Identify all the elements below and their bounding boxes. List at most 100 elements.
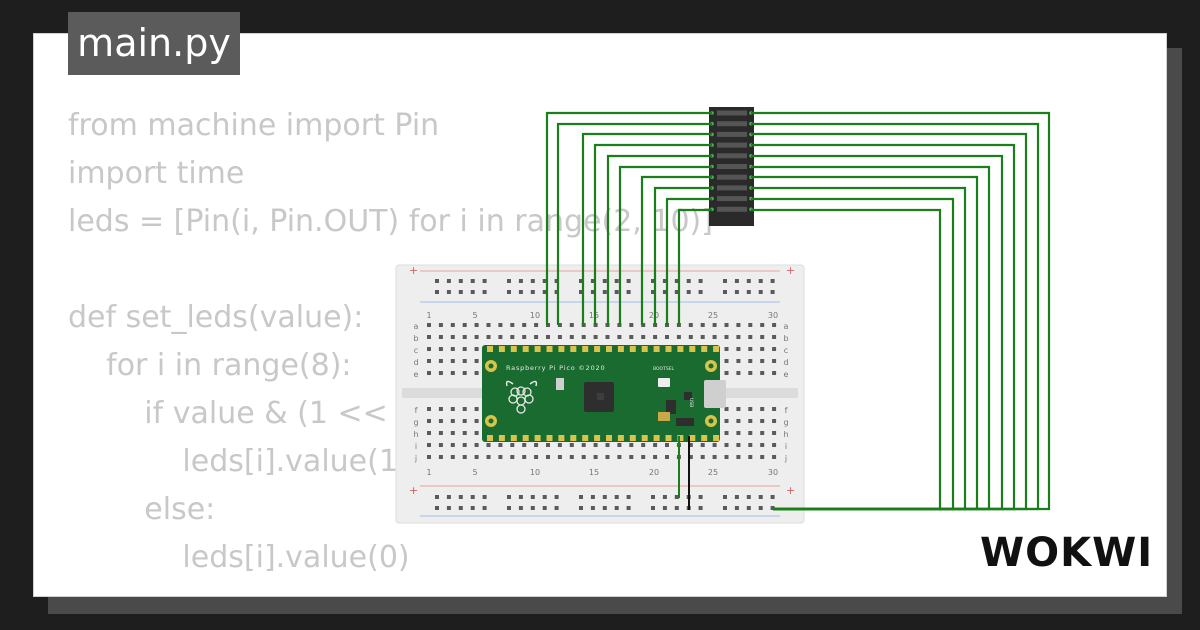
rail-hole[interactable] bbox=[770, 495, 775, 499]
breadboard-hole[interactable] bbox=[688, 455, 693, 459]
breadboard-hole[interactable] bbox=[712, 443, 717, 447]
breadboard-hole[interactable] bbox=[510, 455, 515, 459]
rail-hole[interactable] bbox=[542, 279, 547, 283]
breadboard-hole[interactable] bbox=[557, 335, 562, 339]
breadboard-hole[interactable] bbox=[450, 407, 455, 411]
breadboard-hole[interactable] bbox=[760, 371, 765, 375]
breadboard-hole[interactable] bbox=[462, 419, 467, 423]
pico-pin[interactable] bbox=[701, 435, 708, 441]
pico-pin[interactable] bbox=[689, 346, 696, 352]
breadboard-hole[interactable] bbox=[581, 443, 586, 447]
breadboard-hole[interactable] bbox=[629, 335, 634, 339]
breadboard-hole[interactable] bbox=[724, 455, 729, 459]
breadboard-hole[interactable] bbox=[665, 443, 669, 447]
rail-hole[interactable] bbox=[435, 279, 439, 283]
breadboard-hole[interactable] bbox=[736, 347, 741, 351]
breadboard-hole[interactable] bbox=[760, 359, 765, 363]
rail-hole[interactable] bbox=[723, 495, 727, 499]
breadboard-hole[interactable] bbox=[462, 407, 467, 411]
pico-pin[interactable] bbox=[713, 435, 720, 441]
breadboard-hole[interactable] bbox=[724, 347, 729, 351]
breadboard-hole[interactable] bbox=[569, 455, 574, 459]
wire[interactable] bbox=[606, 154, 712, 325]
pico-pin[interactable] bbox=[641, 346, 648, 352]
breadboard-hole[interactable] bbox=[676, 335, 681, 339]
rail-hole[interactable] bbox=[626, 506, 631, 510]
rail-hole[interactable] bbox=[662, 279, 667, 283]
breadboard-hole[interactable] bbox=[450, 419, 455, 423]
wire[interactable] bbox=[618, 165, 712, 325]
breadboard-hole[interactable] bbox=[748, 335, 753, 339]
rail-hole[interactable] bbox=[554, 290, 559, 294]
breadboard-hole[interactable] bbox=[760, 323, 765, 327]
rail-hole[interactable] bbox=[626, 290, 631, 294]
breadboard-hole[interactable] bbox=[748, 419, 753, 423]
breadboard-hole[interactable] bbox=[653, 455, 658, 459]
breadboard-hole[interactable] bbox=[760, 335, 765, 339]
wire[interactable] bbox=[593, 143, 712, 325]
rail-hole[interactable] bbox=[435, 290, 439, 294]
breadboard-hole[interactable] bbox=[653, 335, 658, 339]
breadboard-hole[interactable] bbox=[593, 443, 598, 447]
breadboard-hole[interactable] bbox=[724, 419, 729, 423]
rail-hole[interactable] bbox=[602, 495, 607, 499]
wire[interactable] bbox=[665, 197, 712, 325]
breadboard-hole[interactable] bbox=[450, 455, 455, 459]
breadboard-hole[interactable] bbox=[724, 407, 729, 411]
breadboard-hole[interactable] bbox=[427, 419, 431, 423]
breadboard-hole[interactable] bbox=[569, 335, 574, 339]
breadboard-hole[interactable] bbox=[474, 359, 479, 363]
rail-hole[interactable] bbox=[674, 279, 679, 283]
rail-hole[interactable] bbox=[662, 495, 667, 499]
wire[interactable] bbox=[556, 122, 712, 325]
breadboard-hole[interactable] bbox=[605, 335, 610, 339]
breadboard-hole[interactable] bbox=[462, 455, 467, 459]
breadboard-hole[interactable] bbox=[760, 443, 765, 447]
rail-hole[interactable] bbox=[482, 290, 487, 294]
breadboard-hole[interactable] bbox=[629, 455, 634, 459]
breadboard-hole[interactable] bbox=[474, 431, 479, 435]
rail-hole[interactable] bbox=[507, 290, 511, 294]
rail-hole[interactable] bbox=[530, 279, 535, 283]
breadboard-hole[interactable] bbox=[450, 347, 455, 351]
pico-pin[interactable] bbox=[534, 435, 541, 441]
breadboard-hole[interactable] bbox=[427, 455, 431, 459]
breadboard-hole[interactable] bbox=[510, 443, 515, 447]
breadboard-hole[interactable] bbox=[557, 323, 562, 327]
rail-hole[interactable] bbox=[614, 290, 619, 294]
rail-hole[interactable] bbox=[590, 279, 595, 283]
pico-pin[interactable] bbox=[653, 435, 660, 441]
breadboard-hole[interactable] bbox=[724, 335, 729, 339]
rail-hole[interactable] bbox=[770, 290, 775, 294]
rail-hole[interactable] bbox=[651, 506, 655, 510]
breadboard-hole[interactable] bbox=[522, 455, 527, 459]
wire[interactable] bbox=[640, 175, 712, 325]
rail-hole[interactable] bbox=[507, 506, 511, 510]
breadboard-hole[interactable] bbox=[629, 443, 634, 447]
breadboard-hole[interactable] bbox=[474, 335, 479, 339]
breadboard-hole[interactable] bbox=[724, 371, 729, 375]
rail-hole[interactable] bbox=[734, 279, 739, 283]
rail-hole[interactable] bbox=[470, 506, 475, 510]
breadboard-hole[interactable] bbox=[760, 407, 765, 411]
rail-hole[interactable] bbox=[746, 506, 751, 510]
rail-hole[interactable] bbox=[734, 290, 739, 294]
breadboard-hole[interactable] bbox=[462, 431, 467, 435]
pico-pin[interactable] bbox=[570, 346, 577, 352]
breadboard-hole[interactable] bbox=[665, 335, 669, 339]
wire[interactable] bbox=[677, 208, 712, 325]
rail-hole[interactable] bbox=[590, 290, 595, 294]
rail-hole[interactable] bbox=[602, 506, 607, 510]
rail-hole[interactable] bbox=[614, 279, 619, 283]
breadboard-hole[interactable] bbox=[534, 323, 539, 327]
rail-hole[interactable] bbox=[435, 506, 439, 510]
rail-hole[interactable] bbox=[579, 506, 583, 510]
wire[interactable] bbox=[653, 186, 712, 325]
rail-hole[interactable] bbox=[734, 495, 739, 499]
breadboard-hole[interactable] bbox=[450, 371, 455, 375]
rail-hole[interactable] bbox=[554, 279, 559, 283]
breadboard-hole[interactable] bbox=[748, 323, 753, 327]
breadboard-hole[interactable] bbox=[427, 347, 431, 351]
breadboard-hole[interactable] bbox=[748, 443, 753, 447]
wire[interactable] bbox=[751, 208, 942, 511]
